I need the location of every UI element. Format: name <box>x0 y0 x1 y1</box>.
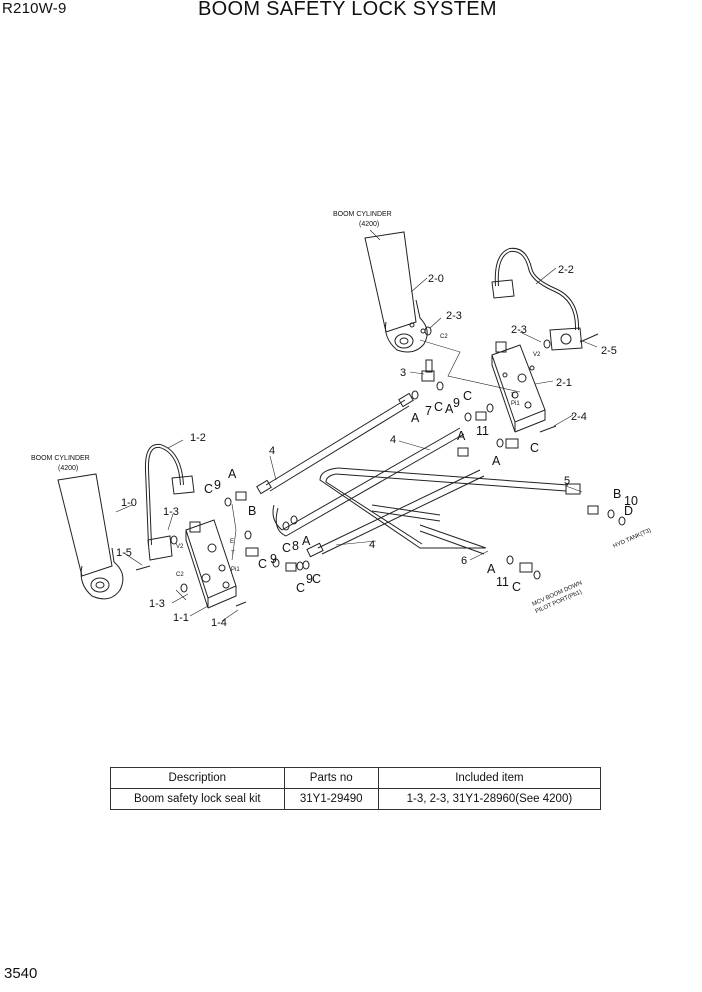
callout-1-0: 1-0 <box>121 497 137 509</box>
port-a-2: A <box>445 402 454 416</box>
port-c-2: C <box>463 389 472 403</box>
port-c-8: C <box>258 557 267 571</box>
callout-2-0: 2-0 <box>428 273 444 285</box>
port-label-e-left: E <box>230 539 234 545</box>
port-b-1: B <box>248 504 256 518</box>
hose-5 <box>319 467 581 555</box>
port-c-3: C <box>530 441 539 455</box>
table-row: Boom safety lock seal kit 31Y1-29490 1-3… <box>110 788 602 810</box>
cell-description: Boom safety lock seal kit <box>110 788 285 810</box>
port-label-pi1-left: Pi1 <box>231 567 240 573</box>
callout-2-3-upper: 2-3 <box>446 310 462 322</box>
page-title: BOOM SAFETY LOCK SYSTEM <box>198 0 497 20</box>
header-parts-no: Parts no <box>283 767 379 789</box>
callout-9-right: 9 <box>453 396 460 410</box>
port-label-v2-left: V2 <box>176 544 184 550</box>
callout-1-3-lower: 1-3 <box>149 598 165 610</box>
port-label-pi1-right: Pi1 <box>511 401 520 407</box>
callout-1-4: 1-4 <box>211 617 227 629</box>
port-a-4: A <box>492 454 501 468</box>
header-included-item: Included item <box>377 767 602 789</box>
callout-4-middle: 4 <box>390 434 396 446</box>
cell-parts-no: 31Y1-29490 <box>283 788 379 810</box>
o-rings <box>170 326 626 593</box>
callout-8: 8 <box>292 539 299 553</box>
callout-9-bottom: 9 <box>306 572 313 586</box>
port-a-7: A <box>487 562 496 576</box>
cylinder-right-name: BOOM CYLINDER <box>333 211 392 218</box>
port-a-6: A <box>302 534 311 548</box>
cylinder-right-ref: (4200) <box>359 221 379 228</box>
header-description: Description <box>110 767 285 789</box>
callout-10: 10 <box>624 494 638 508</box>
hose-4-upper <box>256 392 414 495</box>
callout-11-right: 11 <box>476 424 489 438</box>
callout-9-mid: 9 <box>270 552 277 566</box>
port-c-9: C <box>312 572 321 586</box>
page-number: 3540 <box>4 965 38 982</box>
port-c-1: C <box>434 400 443 414</box>
port-label-v2-right: V2 <box>533 352 541 358</box>
callout-3: 3 <box>400 367 406 379</box>
callout-6: 6 <box>461 555 467 567</box>
boom-cylinder-right <box>364 231 428 353</box>
callout-11-bottom: 11 <box>496 575 509 589</box>
callout-2-5: 2-5 <box>601 345 617 357</box>
port-label-t-left: T <box>231 551 235 557</box>
note-tank: HYD TANK(T3) <box>612 528 652 550</box>
boom-cylinder-left <box>57 473 124 600</box>
callout-1-3-upper: 1-3 <box>163 506 179 518</box>
port-a-5: A <box>228 467 237 481</box>
callout-4-upper: 4 <box>269 445 275 457</box>
valve-block-1-1 <box>185 519 237 609</box>
fittings <box>135 333 599 607</box>
port-c-7: C <box>512 580 521 594</box>
cell-included-item: 1-3, 2-3, 31Y1-28960(See 4200) <box>377 788 602 810</box>
callout-5: 5 <box>564 475 570 487</box>
parts-table-header: Description Parts no Included item <box>110 767 602 789</box>
callout-2-1: 2-1 <box>556 377 572 389</box>
valve-block-2-1 <box>491 341 546 433</box>
port-a-3: A <box>457 429 466 443</box>
model-number: R210W-9 <box>2 0 67 17</box>
port-c-5: C <box>282 541 291 555</box>
callout-7: 7 <box>425 404 432 418</box>
port-d-1: D <box>624 504 633 518</box>
callout-1-1: 1-1 <box>173 612 189 624</box>
port-label-c2-left: C2 <box>176 572 184 578</box>
hose-2-2 <box>491 247 583 351</box>
port-b-2: B <box>613 487 621 501</box>
cylinder-left-ref: (4200) <box>58 465 78 472</box>
port-label-c2-right: C2 <box>440 334 448 340</box>
callout-4-lower: 4 <box>369 539 375 551</box>
parts-table: Description Parts no Included item Boom … <box>110 767 602 810</box>
callout-1-2: 1-2 <box>190 432 206 444</box>
callout-1-5: 1-5 <box>116 547 132 559</box>
callout-2-2: 2-2 <box>558 264 574 276</box>
port-c-4: C <box>204 482 213 496</box>
port-label-t-right: T <box>511 393 515 399</box>
callout-2-4: 2-4 <box>571 411 587 423</box>
leader-lines <box>115 229 598 622</box>
port-a-1: A <box>411 411 420 425</box>
hose-1-2 <box>144 443 195 561</box>
callout-9-left: 9 <box>214 478 221 492</box>
cylinder-left-name: BOOM CYLINDER <box>31 455 90 462</box>
port-c-6: C <box>296 581 305 595</box>
hose-4-middle <box>272 427 465 537</box>
callout-2-3-lower: 2-3 <box>511 324 527 336</box>
